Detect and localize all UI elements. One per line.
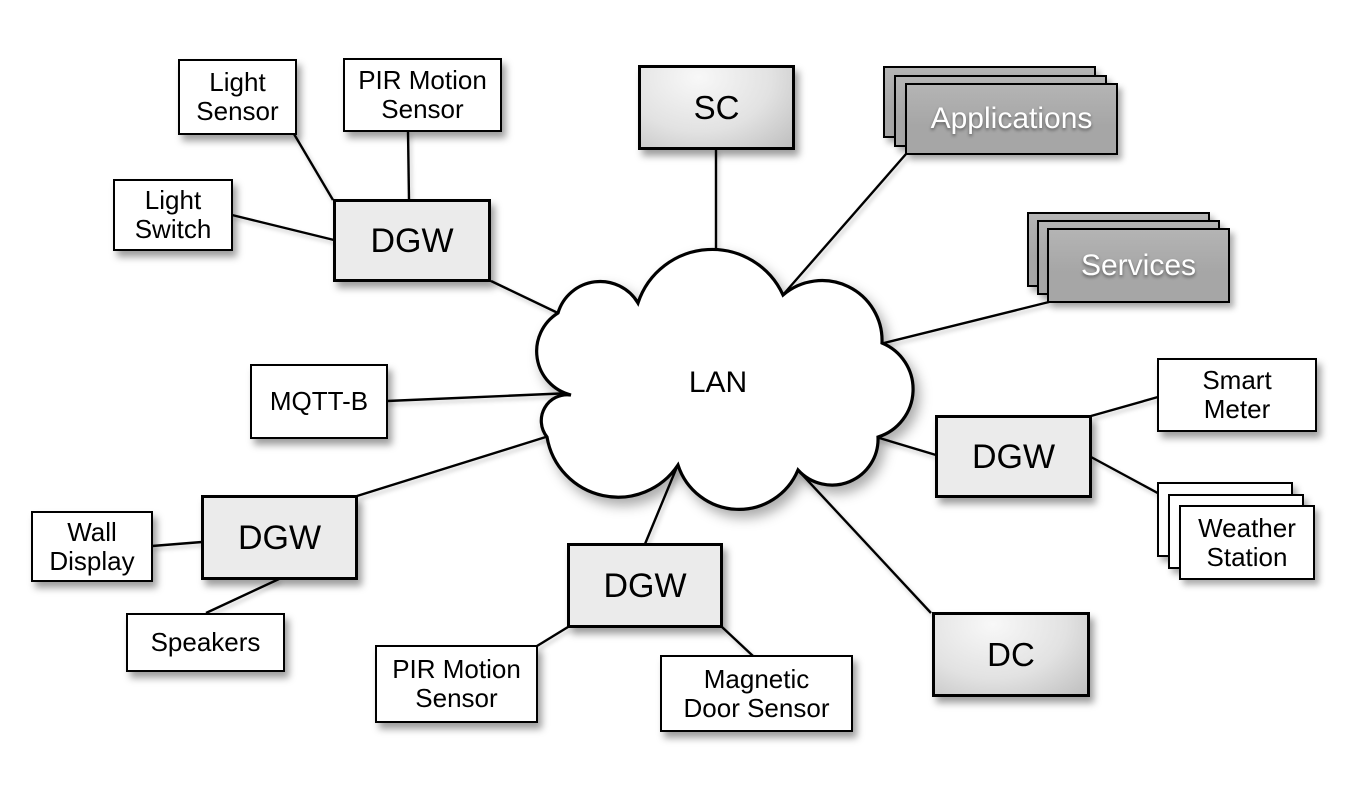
- lan-label: LAN: [688, 365, 748, 399]
- dgw-east-label: DGW: [971, 437, 1056, 476]
- node-light-switch: Light Switch: [113, 179, 233, 251]
- dc-label: DC: [987, 636, 1035, 673]
- edge-smart-meter-to-dgw-east: [1090, 395, 1159, 418]
- cloud-shape: [535, 247, 915, 511]
- applications-label: Applications: [930, 102, 1093, 135]
- edge-dgw-northwest-to-lan: [490, 279, 561, 316]
- pir-motion-sensor-north-label: PIR Motion Sensor: [358, 65, 487, 124]
- services-label: Services: [1080, 248, 1197, 282]
- edge-services-to-lan: [879, 300, 1050, 346]
- weather-station-label: Weather Station: [1198, 512, 1296, 572]
- node-dgw-south: DGW: [567, 543, 723, 628]
- edge-light-sensor-to-dgw-northwest: [292, 133, 335, 201]
- node-smart-meter: Smart Meter: [1157, 358, 1317, 432]
- node-light-sensor: Light Sensor: [178, 59, 297, 135]
- smart-meter-label: Smart Meter: [1202, 365, 1272, 424]
- light-switch-label: Light Switch: [134, 185, 212, 244]
- lan-cloud: LAN: [535, 247, 915, 511]
- edge-mqtt-b-to-lan: [386, 391, 573, 403]
- node-wall-display: Wall Display: [31, 511, 153, 582]
- speakers-label: Speakers: [150, 627, 261, 658]
- node-dc: DC: [932, 612, 1090, 697]
- edge-applications-to-lan: [781, 153, 907, 297]
- node-magnetic-door-sensor: Magnetic Door Sensor: [660, 655, 853, 732]
- edge-pir-motion-sensor-south-to-dgw-south: [536, 625, 569, 648]
- edge-dc-to-lan: [796, 468, 932, 614]
- node-speakers: Speakers: [126, 613, 285, 672]
- dgw-northwest-label: DGW: [370, 221, 454, 260]
- dgw-southwest-label: DGW: [237, 518, 322, 557]
- magnetic-door-sensor-label: Magnetic Door Sensor: [683, 663, 830, 723]
- dgw-south-label: DGW: [603, 566, 687, 605]
- edge-dgw-southwest-to-lan: [356, 434, 550, 498]
- edge-pir-motion-sensor-north-to-dgw-northwest: [406, 130, 411, 201]
- node-applications: Applications: [883, 66, 1118, 155]
- node-services: Services: [1027, 212, 1230, 303]
- weather-station-page-3: Weather Station: [1179, 505, 1315, 580]
- node-pir-motion-sensor-north: PIR Motion Sensor: [343, 58, 502, 132]
- mqtt-b-label: MQTT-B: [269, 386, 369, 417]
- node-mqtt-b: MQTT-B: [250, 364, 388, 439]
- services-page-3: Services: [1047, 228, 1230, 303]
- cloud-outline: [535, 247, 915, 511]
- edge-dgw-south-to-lan: [643, 461, 681, 545]
- edge-magnetic-door-sensor-to-dgw-south: [721, 626, 754, 657]
- node-dgw-northwest: DGW: [333, 199, 491, 282]
- edge-dgw-east-to-lan: [875, 435, 937, 457]
- node-dgw-east: DGW: [935, 415, 1092, 498]
- node-pir-motion-sensor-south: PIR Motion Sensor: [375, 645, 538, 723]
- edge-wall-display-to-dgw-southwest: [151, 540, 203, 548]
- node-sc: SC: [638, 65, 795, 150]
- edge-light-switch-to-dgw-northwest: [231, 213, 335, 242]
- node-dgw-southwest: DGW: [201, 495, 358, 580]
- wall-display-label: Wall Display: [49, 516, 135, 576]
- sc-label: SC: [693, 89, 740, 126]
- edge-speakers-to-dgw-southwest: [205, 577, 280, 615]
- applications-page-3: Applications: [905, 83, 1118, 155]
- pir-motion-sensor-south-label: PIR Motion Sensor: [392, 654, 521, 713]
- node-weather-station: Weather Station: [1157, 482, 1315, 580]
- light-sensor-label: Light Sensor: [196, 67, 279, 126]
